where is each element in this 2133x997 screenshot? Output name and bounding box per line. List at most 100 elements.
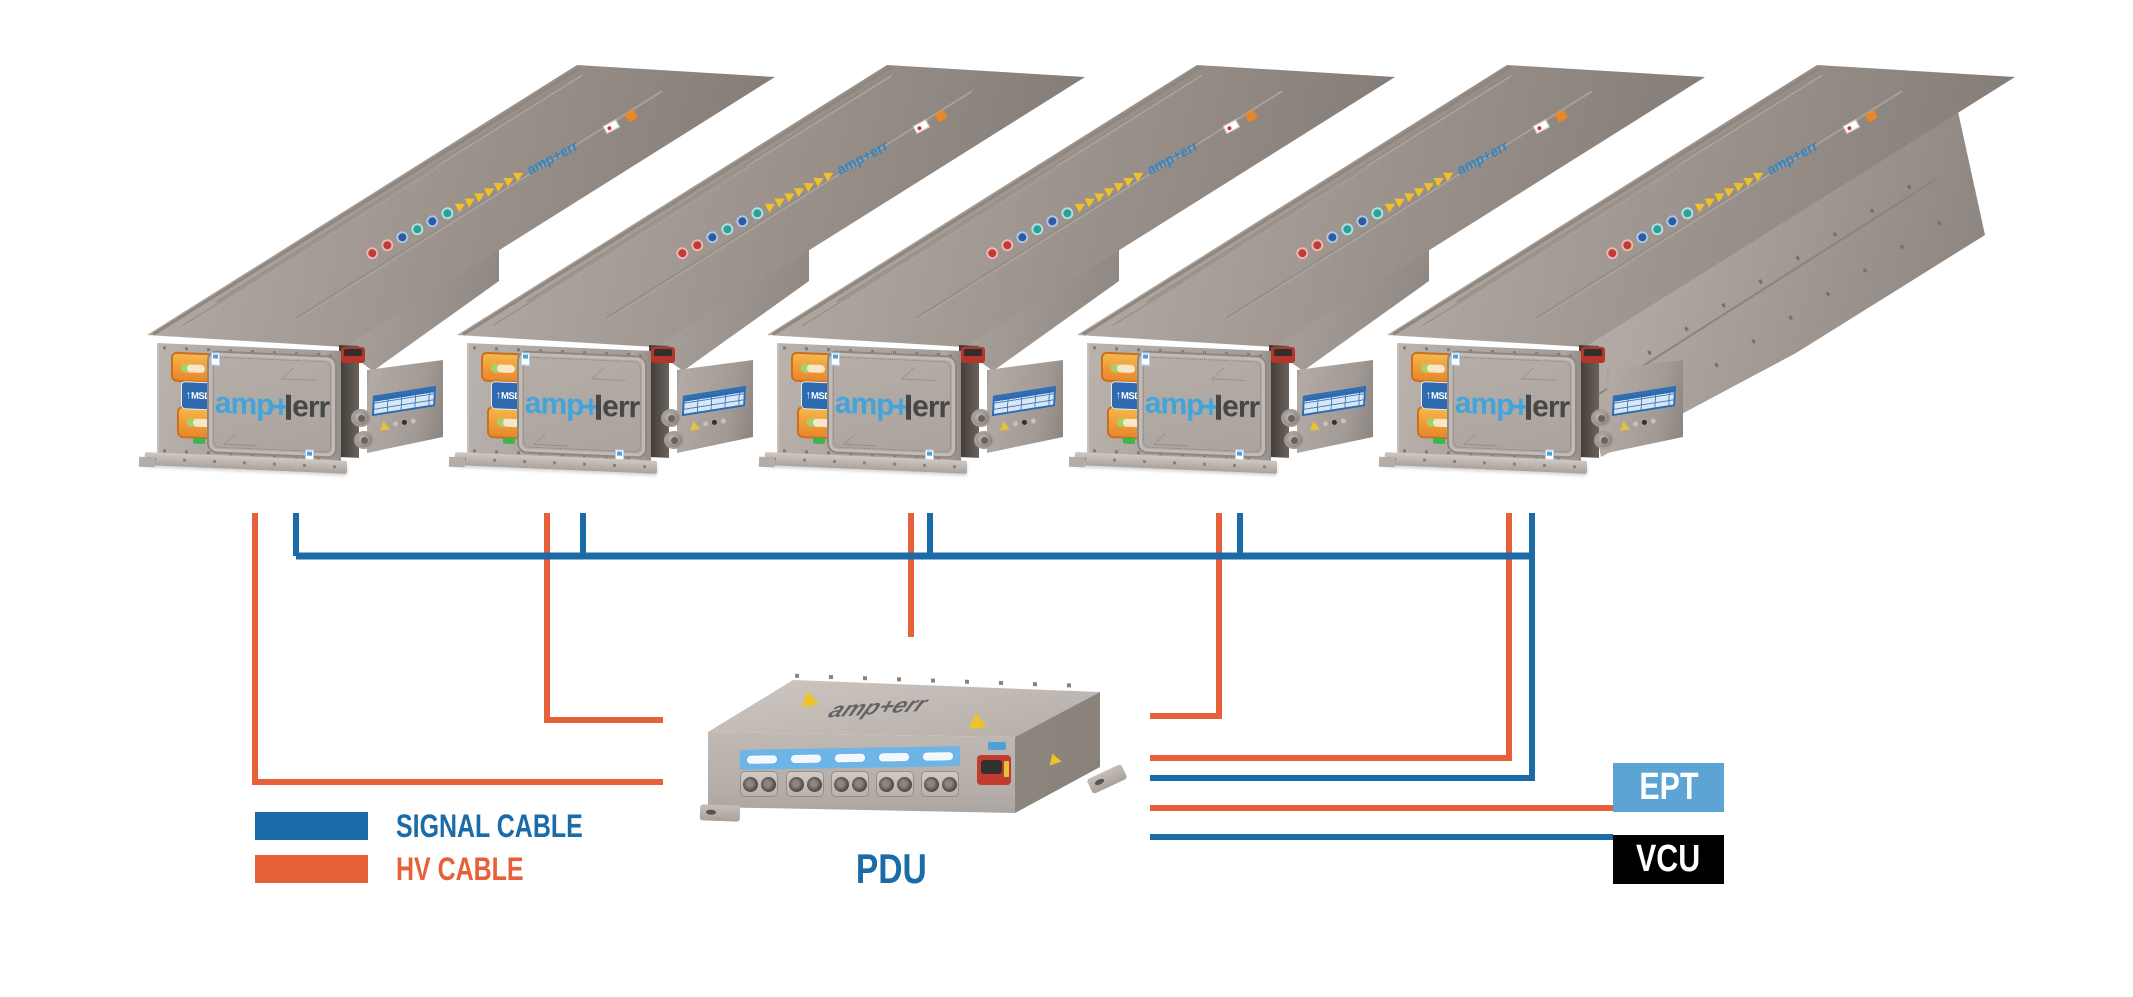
lid-white-tag	[1222, 118, 1240, 134]
spec-label	[1611, 385, 1677, 417]
pack-foot	[1378, 456, 1396, 468]
logo-stem	[906, 394, 912, 420]
certification-mark-icon	[704, 229, 721, 246]
lid-brand-text: amp+err	[524, 137, 581, 178]
certification-mark-icon	[1634, 229, 1651, 246]
vcu-badge: VCU	[1613, 835, 1724, 884]
coolant-port-icon	[354, 431, 374, 449]
pack-rear-unit	[367, 360, 443, 453]
round-port-icon	[878, 776, 894, 792]
coolant-port-icon	[971, 409, 991, 427]
pack-brand-logo: amp+err	[1454, 386, 1570, 425]
certification-mark-icon	[1294, 245, 1311, 262]
pack-brand-logo: amp+err	[1144, 386, 1260, 425]
warning-triangle-icon	[1308, 420, 1320, 431]
legend-hv-swatch	[255, 855, 368, 883]
round-port-icon	[806, 776, 822, 792]
certification-mark-icon	[1014, 229, 1031, 246]
pdu-connector-group	[786, 771, 824, 797]
lid-brand-text: amp+err	[1144, 137, 1201, 178]
chevron-arrows-icon	[1074, 168, 1146, 213]
pack-front-face: ↑ MSD amp+err	[777, 343, 961, 466]
coolant-port-icon	[1594, 431, 1614, 449]
certification-mark-icon	[1044, 213, 1061, 230]
pdu-connector-group	[740, 771, 778, 797]
certification-mark-icon	[1664, 213, 1681, 230]
round-port-icon	[941, 776, 957, 792]
hv-cable-pack4-pdu	[1150, 513, 1222, 719]
spec-label	[991, 385, 1057, 417]
pack-service-connector	[961, 347, 985, 363]
pack-rear-unit	[987, 360, 1063, 453]
pdu-connector-label	[923, 752, 953, 761]
round-port-icon	[788, 776, 804, 792]
lid-orange-tag	[624, 109, 638, 123]
pdu-connector-group	[921, 771, 959, 797]
ept-badge: EPT	[1613, 763, 1724, 812]
pdu-connector-group	[876, 771, 914, 797]
lid-orange-tag	[1554, 109, 1568, 123]
certification-mark-icon	[1649, 221, 1666, 238]
legend-signal-label: SIGNAL CABLE	[396, 808, 583, 844]
warning-row	[998, 416, 1037, 431]
certification-mark-icon	[674, 245, 691, 262]
coolant-port-icon	[664, 431, 684, 449]
chevron-arrows-icon	[1384, 168, 1456, 213]
legend-signal-swatch	[255, 812, 368, 840]
warning-triangle-icon	[378, 420, 390, 431]
pack-service-connector	[651, 347, 675, 363]
logo-stem	[286, 394, 292, 420]
round-port-icon	[833, 776, 849, 792]
pdu-connector-label-strip	[740, 746, 960, 770]
pack-service-connector	[1271, 347, 1295, 363]
lid-white-tag	[602, 118, 620, 134]
pdu-mounting-flange	[699, 804, 741, 822]
lid-white-tag	[912, 118, 930, 134]
pack-rear-unit	[1297, 360, 1373, 453]
lid-brand-text: amp+err	[834, 137, 891, 178]
qc-sticker	[831, 352, 840, 366]
certification-mark-icon	[1354, 213, 1371, 230]
certification-mark-icon	[1604, 245, 1621, 262]
coolant-port-icon	[351, 409, 371, 427]
pack-front-face: ↑ MSD amp+err	[467, 343, 651, 466]
pack-rear-unit	[677, 360, 753, 453]
pack-foot	[1068, 456, 1086, 468]
certification-mark-icon	[424, 213, 441, 230]
warning-row	[378, 416, 417, 431]
pack-brand-logo: amp+err	[214, 386, 330, 425]
pack-foot	[138, 456, 156, 468]
pack-service-connector	[341, 347, 365, 363]
coolant-port-icon	[1284, 431, 1304, 449]
certification-mark-icon	[719, 221, 736, 238]
round-port-icon	[923, 776, 939, 792]
certification-mark-icon	[1029, 221, 1046, 238]
pack-front-face: ↑ MSD amp+err	[1397, 343, 1581, 466]
warning-triangle-icon	[998, 420, 1010, 431]
warning-row	[1308, 416, 1347, 431]
pdu-connector-label	[835, 753, 865, 763]
pack-foot	[758, 456, 776, 468]
lid-orange-tag	[934, 109, 948, 123]
hv-cable-pack1-pdu	[252, 513, 663, 785]
pdu-unit: amp+err	[699, 673, 1130, 860]
warning-triangle-icon	[967, 712, 987, 729]
pdu-small-blue-label	[988, 742, 1006, 750]
warning-triangle-icon	[1618, 420, 1630, 431]
qc-sticker	[211, 352, 220, 366]
pdu-connector-group	[831, 771, 869, 797]
pack-rear-unit	[1607, 360, 1683, 453]
certification-mark-icon	[409, 221, 426, 238]
pack-front-face: ↑ MSD amp+err	[157, 343, 341, 466]
certification-mark-icon	[394, 229, 411, 246]
pack-brand-logo: amp+err	[834, 386, 950, 425]
pdu-connector-label	[791, 754, 821, 764]
certification-mark-icon	[1309, 237, 1326, 254]
certification-mark-icon	[1619, 237, 1636, 254]
pack-service-connector	[1581, 347, 1605, 363]
coolant-port-icon	[1591, 409, 1611, 427]
hv-cable-pack2-pdu	[544, 513, 663, 723]
certification-mark-icon	[689, 237, 706, 254]
coolant-port-icon	[661, 409, 681, 427]
